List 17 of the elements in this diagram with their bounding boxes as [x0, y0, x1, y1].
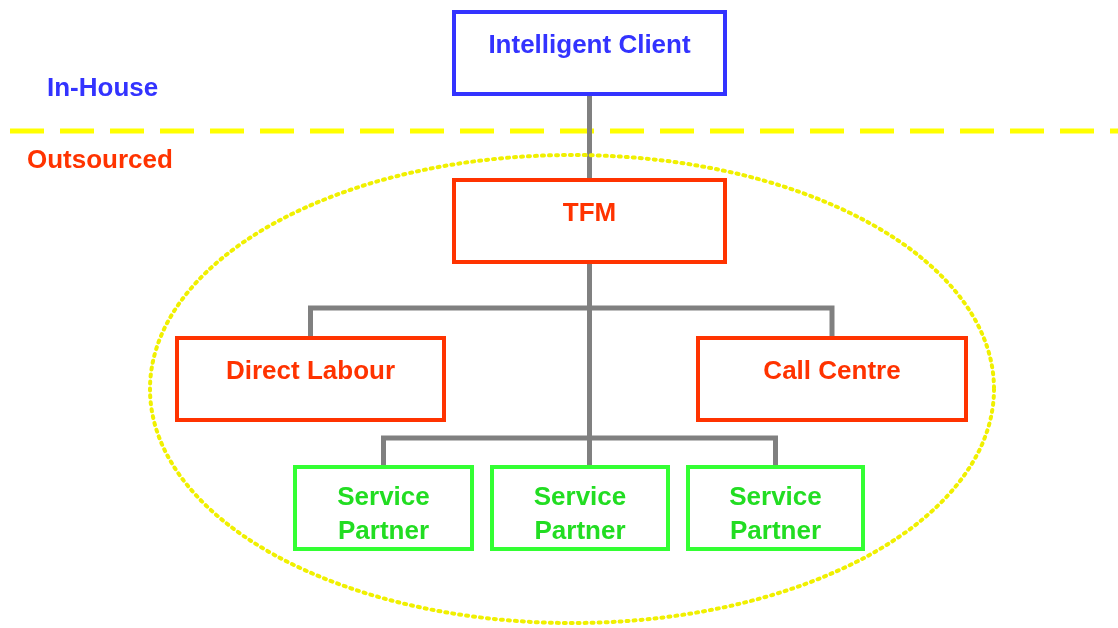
org-box: [452, 178, 727, 264]
org-box: [452, 10, 727, 96]
org-box: [293, 465, 474, 551]
org-box: [686, 465, 865, 551]
org-box: [696, 336, 968, 422]
box-title: Intelligent Client: [488, 28, 691, 60]
region-label: In-House: [47, 72, 159, 103]
region-label: Outsourced: [27, 144, 173, 175]
box-title: Service Partner: [336, 480, 431, 547]
org-box: [175, 336, 446, 422]
box-title: TFM: [562, 196, 617, 228]
box-title: Service Partner: [532, 480, 628, 547]
connector-line: [587, 96, 592, 178]
box-title: Direct Labour: [226, 354, 395, 386]
org-box: [490, 465, 670, 551]
box-title: Service Partner: [728, 480, 823, 547]
box-title: Call Centre: [763, 354, 901, 386]
